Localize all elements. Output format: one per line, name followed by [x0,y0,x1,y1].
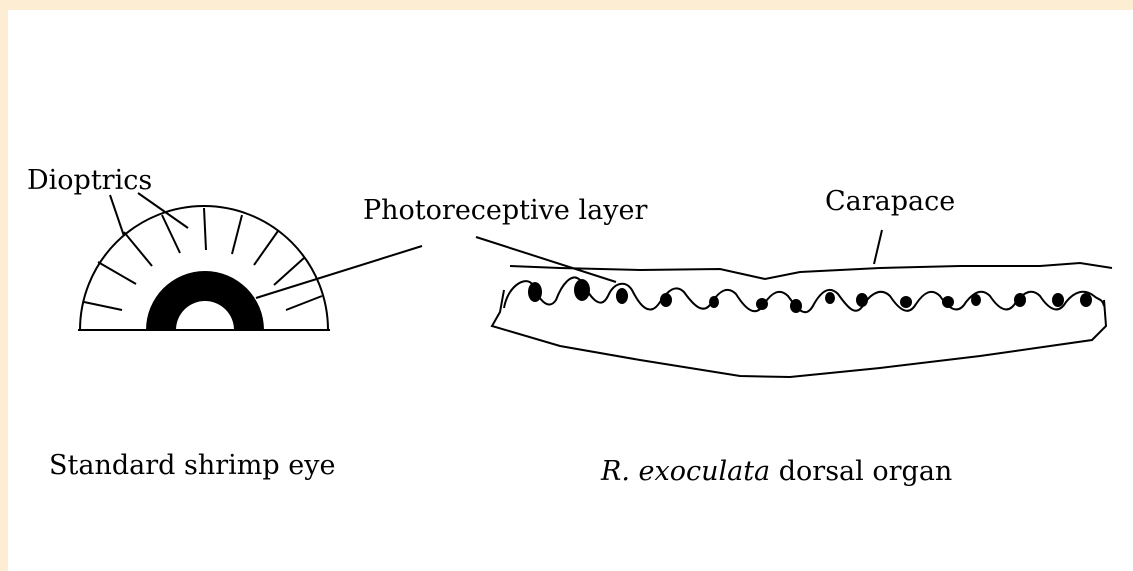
dorsal-organ-wavy-layer [504,277,1104,312]
photoreceptive-leader-organ [476,237,616,282]
species-name: R. exoculata [601,456,770,487]
dorsal-organ-pigments [528,279,1092,313]
dorsal-organ-caption: R. exoculata dorsal organ [601,458,952,485]
dioptrics-leader-2 [138,193,188,228]
dioptrics-leader-1 [110,195,124,236]
dioptrics-label: Dioptrics [27,167,152,194]
photoreceptive-layer-label: Photoreceptive layer [363,197,647,224]
carapace-label: Carapace [825,188,955,215]
dorsal-organ-caption-text: dorsal organ [779,456,953,487]
photoreceptive-leader-eye [256,246,422,298]
standard-eye-caption: Standard shrimp eye [49,452,335,479]
carapace-leader [874,230,882,264]
eye-photoreceptive-layer [146,271,264,330]
